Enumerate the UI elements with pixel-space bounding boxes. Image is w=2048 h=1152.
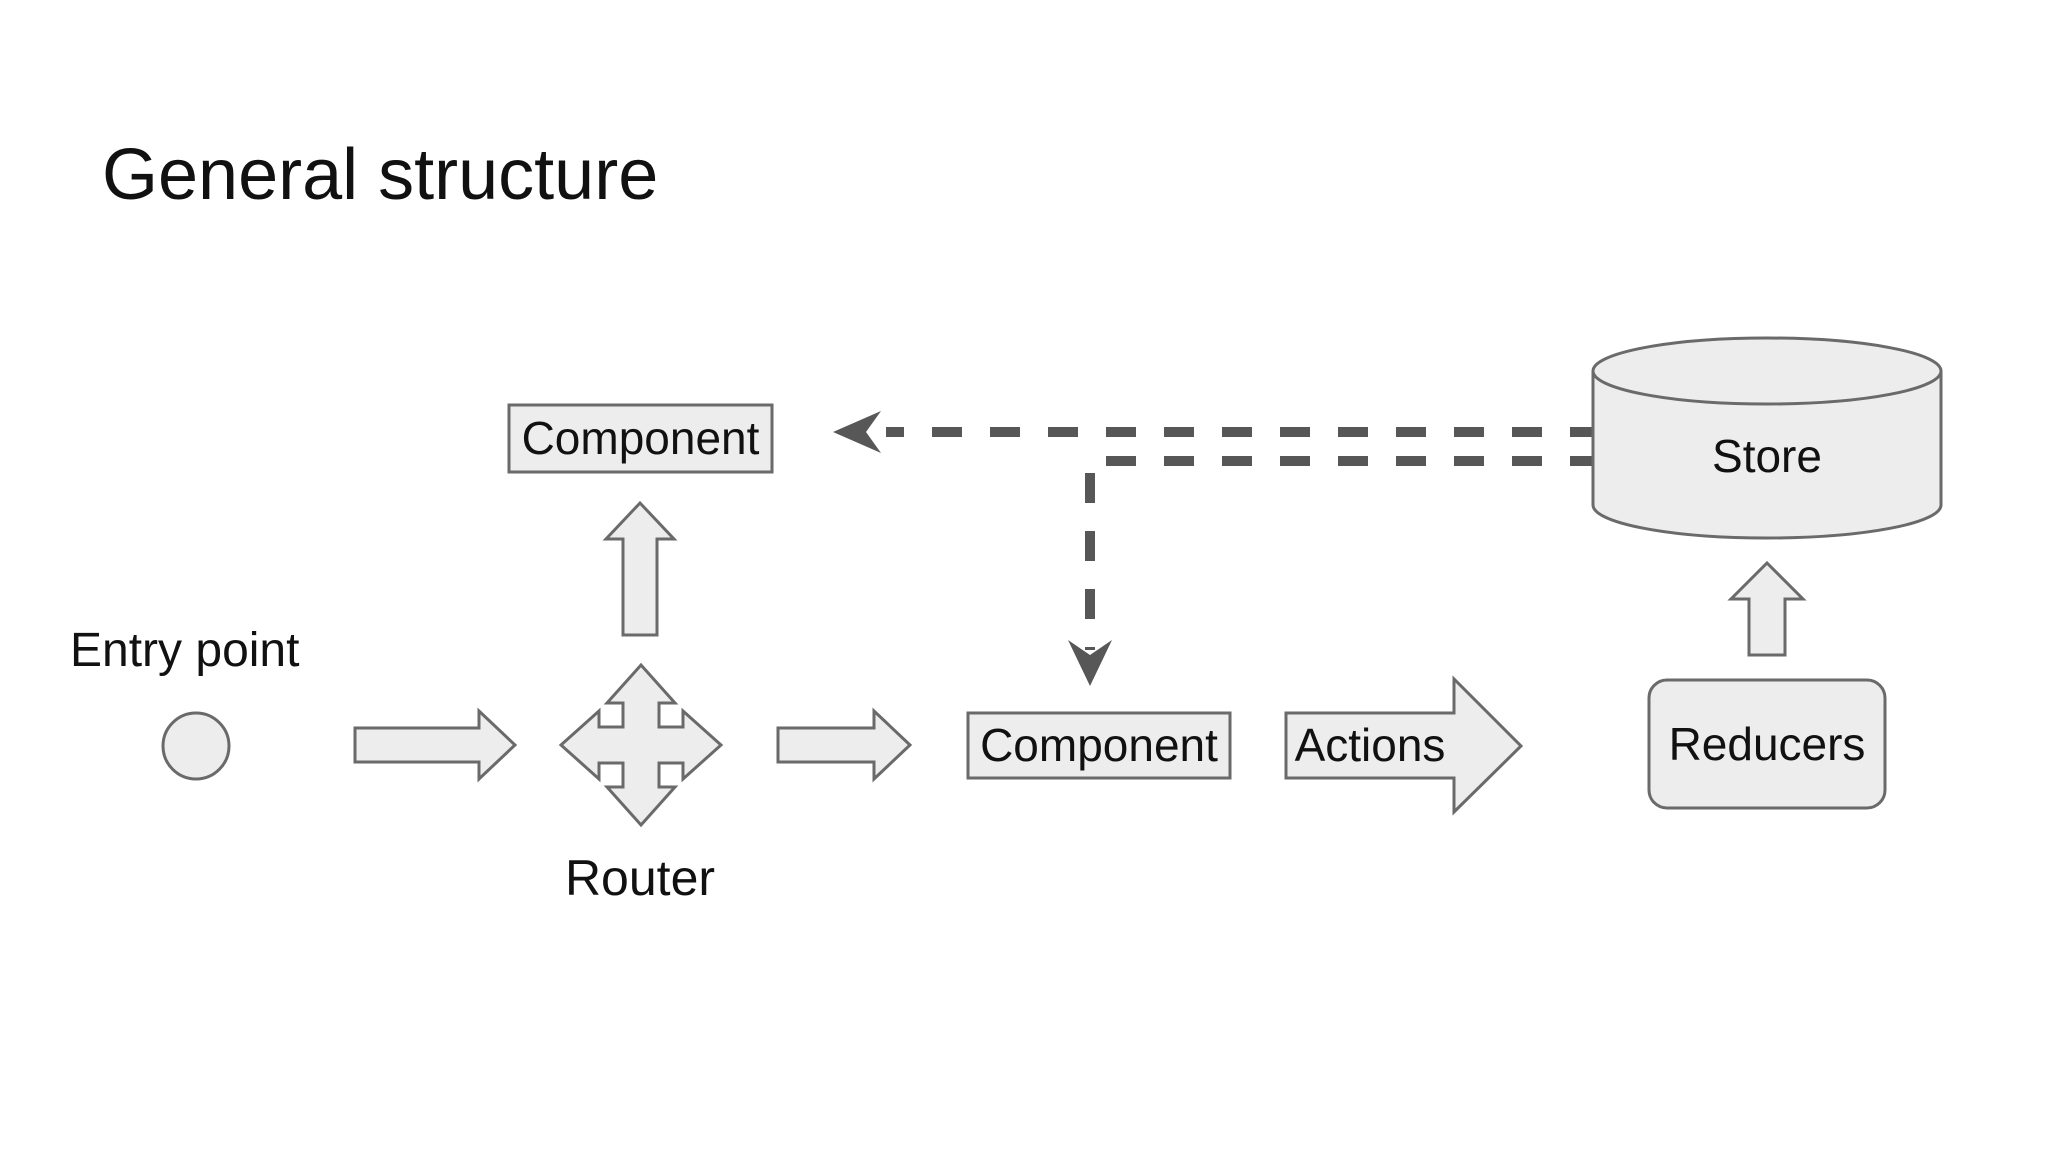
reducers-label: Reducers <box>1668 717 1866 770</box>
router-to-main-component-arrow <box>776 707 913 783</box>
component-main-box <box>966 711 1232 780</box>
store-cylinder-body <box>1591 371 1943 540</box>
reducers-to-store-up-arrow <box>1727 560 1807 657</box>
down-dashed-arrowhead-icon <box>1068 640 1112 686</box>
actions-arrow <box>1284 675 1524 816</box>
store-label: Store <box>1712 429 1822 482</box>
actions-label: Actions <box>1294 719 1446 772</box>
left-dashed-arrowhead-icon <box>833 411 881 453</box>
component-main-label: Component <box>980 719 1218 772</box>
page-title: General structure <box>102 135 659 215</box>
entry-to-router-arrow <box>353 707 518 783</box>
reducers-box <box>1647 678 1887 810</box>
store-cylinder-top <box>1591 336 1943 406</box>
store-to-main-component-dashed-line <box>1085 456 1600 650</box>
component-top-label: Component <box>521 412 760 465</box>
router-move-icon <box>558 662 724 828</box>
entry-point-circle <box>161 711 231 781</box>
component-top-box <box>507 403 774 474</box>
router-label: Router <box>564 849 716 906</box>
entry-point-label: Entry point <box>70 624 300 677</box>
router-to-component-up-arrow <box>602 500 678 637</box>
